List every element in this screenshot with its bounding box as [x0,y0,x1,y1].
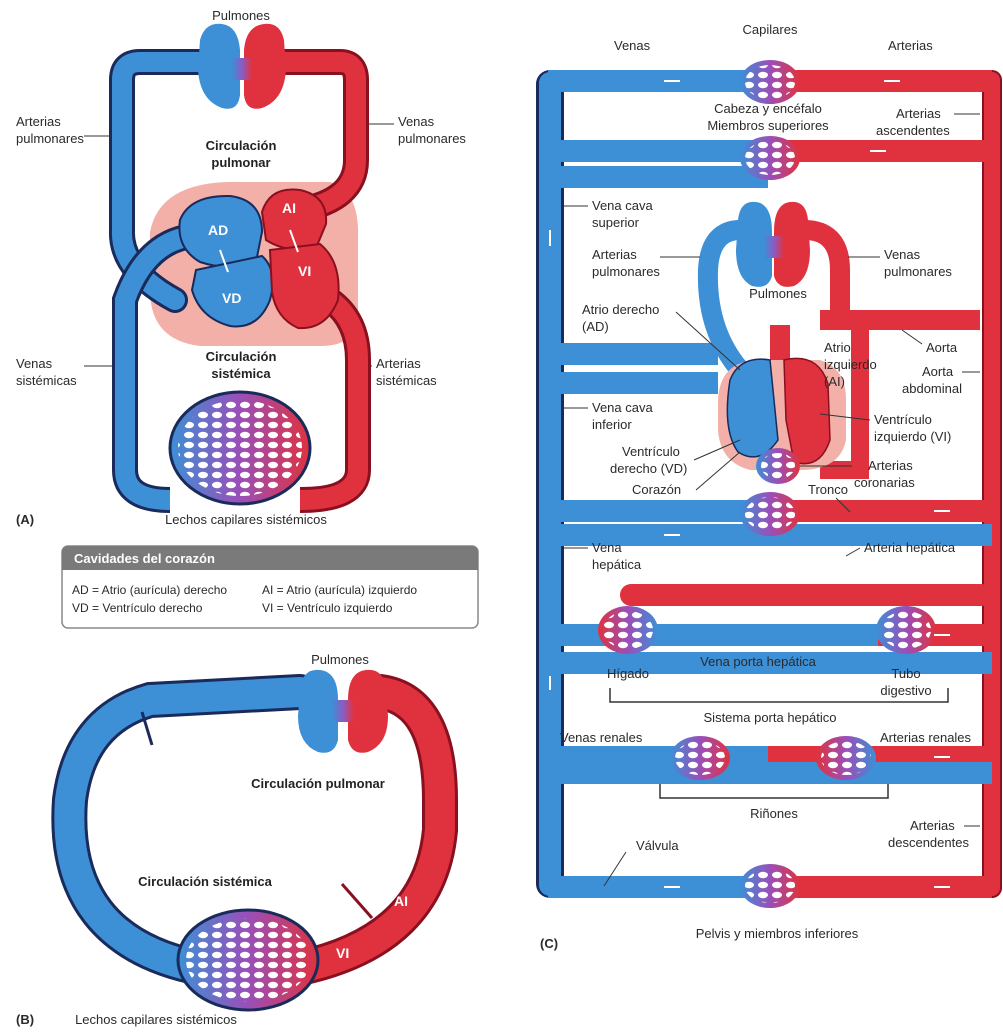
chamber-ai-b: AI [394,893,408,909]
chamber-vi-b: VI [336,945,349,961]
left-atrium-c-3: (AI) [824,374,845,389]
systemic-arteries-label-a-1: Arterias [376,356,421,371]
right-ventricle-c-2: derecho (VD) [610,461,687,476]
chambers-legend: Cavidades del corazón AD = Atrio (aurícu… [62,546,478,628]
pulmonary-veins-c-1: Venas [884,247,921,262]
pulmonary-veins-label-a-1: Venas [398,114,435,129]
capillary-bed-head-bottom [740,136,800,180]
right-atrium-c-1: Atrio derecho [582,302,659,317]
systemic-arteries-label-a-2: sistémicas [376,373,437,388]
panel-b: AD VD AI VI Pulmones Circulación pulmona… [16,652,440,1027]
lungs-c [736,202,810,287]
systemic-veins-label-a-1: Venas [16,356,53,371]
capillary-bed-kidney-left [670,736,730,780]
left-atrium-c-1: Atrio [824,340,851,355]
liver-label-c: Hígado [607,666,649,681]
chamber-vi-a: VI [298,263,311,279]
capillary-beds-label-b: Lechos capilares sistémicos [75,1012,237,1027]
capillary-bed-coronary [756,448,800,484]
systemic-capillary-bed-a [170,392,310,504]
legend-vd: VD = Ventrículo derecho [72,601,203,615]
panel-label-c: (C) [540,936,558,951]
systemic-capillary-bed-b [178,910,318,1010]
veins-label-c: Venas [614,38,651,53]
pulmonary-circulation-a-2: pulmonar [211,155,270,170]
chamber-vd-a: VD [222,290,241,306]
systemic-circulation-a-1: Circulación [206,349,277,364]
ascending-arteries-c-1: Arterias [896,106,941,121]
descending-arteries-c-1: Arterias [910,818,955,833]
panel-a: AD VD AI VI Pulmones Arterias pulmonares… [16,8,466,527]
pulmonary-arteries-label-a-2: pulmonares [16,131,84,146]
heart-label-c: Corazón [632,482,681,497]
superior-vena-cava-c-2: superior [592,215,640,230]
left-ventricle-c-2: izquierdo (VI) [874,429,951,444]
capillary-bed-liver [598,606,658,654]
portal-system-label-c: Sistema porta hepático [704,710,837,725]
superior-vena-cava-c-1: Vena cava [592,198,653,213]
panel-c: Venas Capilares Arterias Cabeza y encéfa… [536,22,1002,951]
panel-label-b: (B) [16,1012,34,1027]
coronary-arteries-c-2: coronarias [854,475,915,490]
kidneys-label-c: Riñones [750,806,798,821]
legend-vi: VI = Ventrículo izquierdo [262,601,393,615]
arteries-label-c: Arterias [888,38,933,53]
coronary-arteries-c-1: Arterias [868,458,913,473]
valve-label-c: Válvula [636,838,679,853]
capillary-bed-head-top [740,60,800,104]
hepatic-artery-c: Arteria hepática [864,540,956,555]
legend-ai: AI = Atrio (aurícula) izquierdo [262,583,417,597]
legend-ad: AD = Atrio (aurícula) derecho [72,583,227,597]
pulmonary-circulation-a-1: Circulación [206,138,277,153]
pulmonary-veins-c-2: pulmonares [884,264,952,279]
capillary-bed-pelvis [740,864,800,908]
ascending-arteries-c-2: ascendentes [876,123,950,138]
pulmonary-veins-label-a-2: pulmonares [398,131,466,146]
right-ventricle-c-1: Ventrículo [622,444,680,459]
capillary-beds-label-a: Lechos capilares sistémicos [165,512,327,527]
inferior-vena-cava-c-2: inferior [592,417,632,432]
lungs-label-c: Pulmones [749,286,807,301]
left-atrium-c-2: izquierdo [824,357,877,372]
pulmonary-arteries-c-2: pulmonares [592,264,660,279]
pulmonary-arteries-c-1: Arterias [592,247,637,262]
capillary-bed-digestive [876,606,936,654]
capillary-bed-trunk [740,492,800,536]
lungs-label-b: Pulmones [311,652,369,667]
hepatic-vein-c-1: Vena [592,540,622,555]
chamber-ad-b: AD [108,773,128,789]
capillaries-label-c: Capilares [743,22,798,37]
left-ventricle-c-1: Ventrículo [874,412,932,427]
renal-arteries-label-c: Arterias renales [880,730,972,745]
systemic-circulation-a-2: sistémica [211,366,271,381]
trunk-label-c: Tronco [808,482,848,497]
abdominal-aorta-c-1: Aorta [922,364,954,379]
hepatic-vein-c-2: hepática [592,557,642,572]
pelvis-label-c: Pelvis y miembros inferiores [696,926,859,941]
digestive-tube-c-1: Tubo [891,666,920,681]
chamber-ad-a: AD [208,222,228,238]
legend-title: Cavidades del corazón [74,551,215,566]
right-atrium-c-2: (AD) [582,319,609,334]
panel-label-a: (A) [16,512,34,527]
lungs-label-a: Pulmones [212,8,270,23]
renal-veins-label-c: Venas renales [560,730,643,745]
inferior-vena-cava-c-1: Vena cava [592,400,653,415]
capillary-bed-kidney-right [816,736,876,780]
descending-arteries-c-2: descendentes [888,835,969,850]
pulmonary-arteries-label-a-1: Arterias [16,114,61,129]
pulmonary-circulation-b: Circulación pulmonar [251,776,385,791]
digestive-tube-c-2: digestivo [880,683,931,698]
systemic-circulation-b: Circulación sistémica [138,874,272,889]
head-label-c-1: Cabeza y encéfalo [714,101,822,116]
chamber-vd-b: VD [162,727,181,743]
head-label-c-2: Miembros superiores [707,118,829,133]
circuits-c [548,70,992,898]
chamber-ai-a: AI [282,200,296,216]
systemic-veins-label-a-2: sistémicas [16,373,77,388]
abdominal-aorta-c-2: abdominal [902,381,962,396]
aorta-label-c: Aorta [926,340,958,355]
portal-vein-label-c: Vena porta hepática [700,654,816,669]
